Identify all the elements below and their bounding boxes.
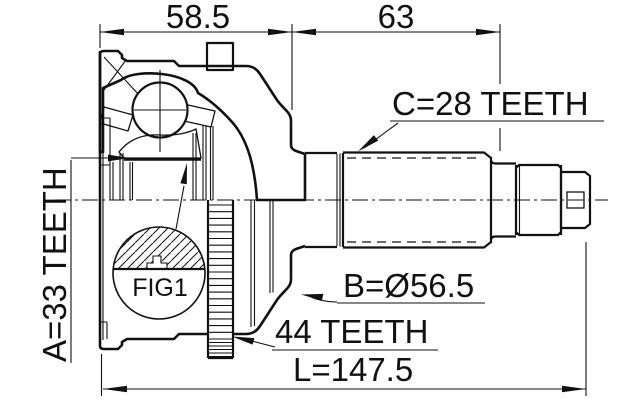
exterior-surface-lines xyxy=(100,152,274,340)
abs-ring-teeth-column xyxy=(206,200,235,360)
annotation-c-teeth: C=28 TEETH xyxy=(358,85,604,152)
abs-ring-section-top xyxy=(205,41,235,72)
dim-l-147-5-label: L=147.5 xyxy=(293,351,413,388)
label-c-28-teeth: C=28 TEETH xyxy=(392,85,589,122)
inner-spline-bore-lines xyxy=(100,117,214,200)
label-b-diameter: B=Ø56.5 xyxy=(343,267,474,304)
label-44-teeth: 44 TEETH xyxy=(275,313,428,350)
ball-track-lines xyxy=(103,56,141,97)
housing-section-top xyxy=(98,41,307,202)
shaft-neck xyxy=(489,159,516,241)
dim-58-5-label: 58.5 xyxy=(166,0,230,35)
dimension-58-5: 58.5 xyxy=(99,0,293,110)
fig1-leader-arrow xyxy=(180,163,187,185)
ball-crosshair xyxy=(134,70,186,152)
shaft-spline-section xyxy=(343,151,492,249)
shaft xyxy=(305,151,592,249)
dim-63-label: 63 xyxy=(378,0,415,35)
label-fig1: FIG1 xyxy=(132,274,188,302)
snap-ring-groove-detail xyxy=(146,255,168,270)
dimension-63: 63 xyxy=(292,0,501,151)
shaft-plain-section xyxy=(305,151,337,249)
inner-race-section xyxy=(118,128,202,159)
annotation-b-diameter: B=Ø56.5 xyxy=(301,267,485,304)
label-a-33-teeth: A=33 TEETH xyxy=(36,167,73,362)
dimension-l-147-5: L=147.5 xyxy=(100,242,587,396)
fig1-leader-line xyxy=(175,185,185,230)
annotation-a-teeth: A=33 TEETH xyxy=(36,154,130,363)
annotation-44-teeth: 44 TEETH xyxy=(232,313,438,351)
spline-root-lines xyxy=(347,157,482,243)
fig1-detail-balloon: FIG1 xyxy=(112,163,206,320)
housing-exterior-bottom xyxy=(98,51,306,360)
